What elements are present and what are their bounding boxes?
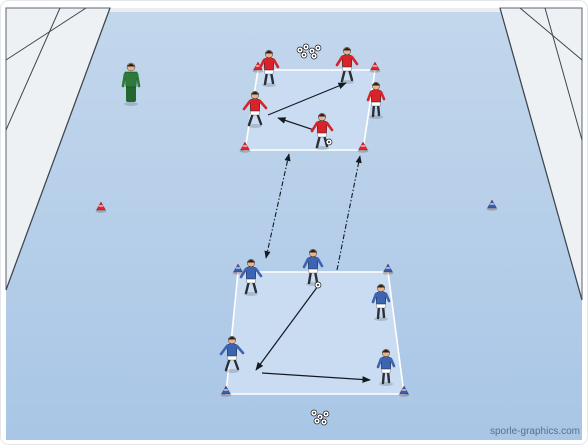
ball-icon <box>297 47 303 53</box>
ball-icon <box>326 139 332 145</box>
ball-icon <box>314 418 320 424</box>
ball-icon <box>301 52 307 58</box>
ball-icon <box>323 411 329 417</box>
credit-text: sporle-graphics.com <box>490 426 580 437</box>
ball-icon <box>303 44 309 50</box>
ball-icon <box>315 45 321 51</box>
ball-icon <box>311 410 317 416</box>
ball-icon <box>321 419 327 425</box>
ball-icon <box>311 53 317 59</box>
ball-icon <box>315 282 321 288</box>
